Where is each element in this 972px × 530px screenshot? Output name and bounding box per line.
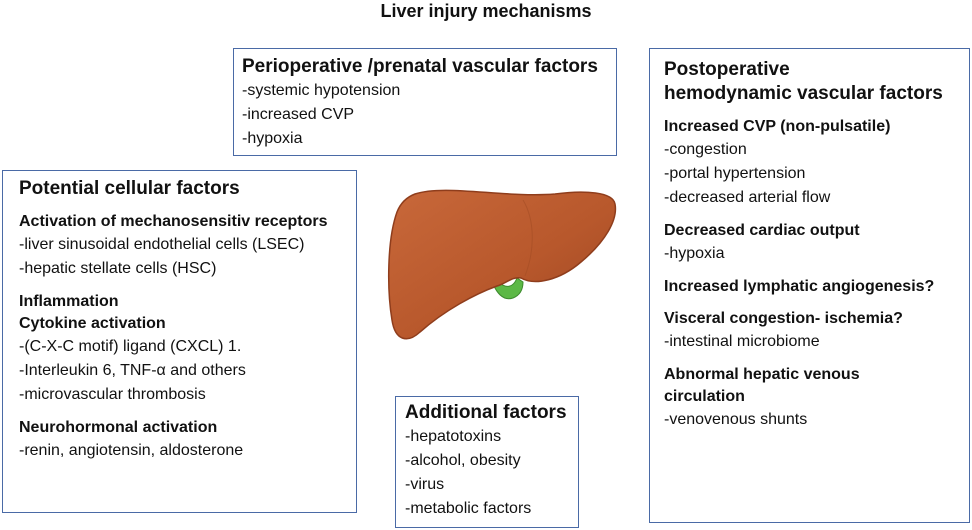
cellular-factors-box: Potential cellular factors Activation of…: [2, 170, 357, 513]
group-title: Inflammation: [19, 293, 119, 310]
additional-heading: Additional factors: [405, 402, 567, 423]
perioperative-factors-box: Perioperative /prenatal vascular factors…: [233, 48, 617, 156]
perioperative-item: -hypoxia: [242, 130, 303, 147]
group-title: Abnormal hepatic venous: [664, 366, 860, 383]
cellular-heading: Potential cellular factors: [19, 178, 240, 199]
diagram-title: Liver injury mechanisms: [380, 1, 592, 21]
group-item: -(C-X-C motif) ligand (CXCL) 1.: [19, 338, 242, 355]
group-title: Cytokine activation: [19, 315, 166, 332]
additional-item: -virus: [405, 476, 445, 493]
liver-illustration: [388, 189, 617, 340]
additional-item: -metabolic factors: [405, 500, 532, 517]
group-title: Activation of mechanosensitiv receptors: [19, 213, 328, 230]
postoperative-factors-box: Postoperative hemodynamic vascular facto…: [649, 48, 970, 523]
additional-item: -hepatotoxins: [405, 428, 502, 445]
postoperative-heading-line1: Postoperative: [664, 59, 790, 80]
group-title: Increased CVP (non-pulsatile): [664, 118, 891, 135]
group-item: -renin, angiotensin, aldosterone: [19, 442, 244, 459]
group-item: -Interleukin 6, TNF-α and others: [19, 362, 246, 379]
group-item: -decreased arterial flow: [664, 189, 831, 206]
perioperative-item: -systemic hypotension: [242, 82, 401, 99]
group-item: -microvascular thrombosis: [19, 386, 206, 403]
postoperative-heading-line2: hemodynamic vascular factors: [664, 83, 943, 104]
group-title: circulation: [664, 388, 745, 405]
group-item: -venovenous shunts: [664, 411, 808, 428]
group-item: -congestion: [664, 141, 747, 158]
additional-factors-box: Additional factors -hepatotoxins -alcoho…: [395, 396, 579, 528]
perioperative-item: -increased CVP: [242, 106, 355, 123]
group-item: -hypoxia: [664, 245, 725, 262]
group-title: Increased lymphatic angiogenesis?: [664, 278, 935, 295]
group-item: -portal hypertension: [664, 165, 806, 182]
group-item: -liver sinusoidal endothelial cells (LSE…: [19, 236, 305, 253]
group-title: Visceral congestion- ischemia?: [664, 310, 903, 327]
group-item: -intestinal microbiome: [664, 333, 820, 350]
additional-item: -alcohol, obesity: [405, 452, 521, 469]
group-title: Neurohormonal activation: [19, 419, 218, 436]
perioperative-heading: Perioperative /prenatal vascular factors: [242, 56, 598, 77]
group-item: -hepatic stellate cells (HSC): [19, 260, 217, 277]
group-title: Decreased cardiac output: [664, 222, 860, 239]
liver-icon: [388, 189, 617, 340]
